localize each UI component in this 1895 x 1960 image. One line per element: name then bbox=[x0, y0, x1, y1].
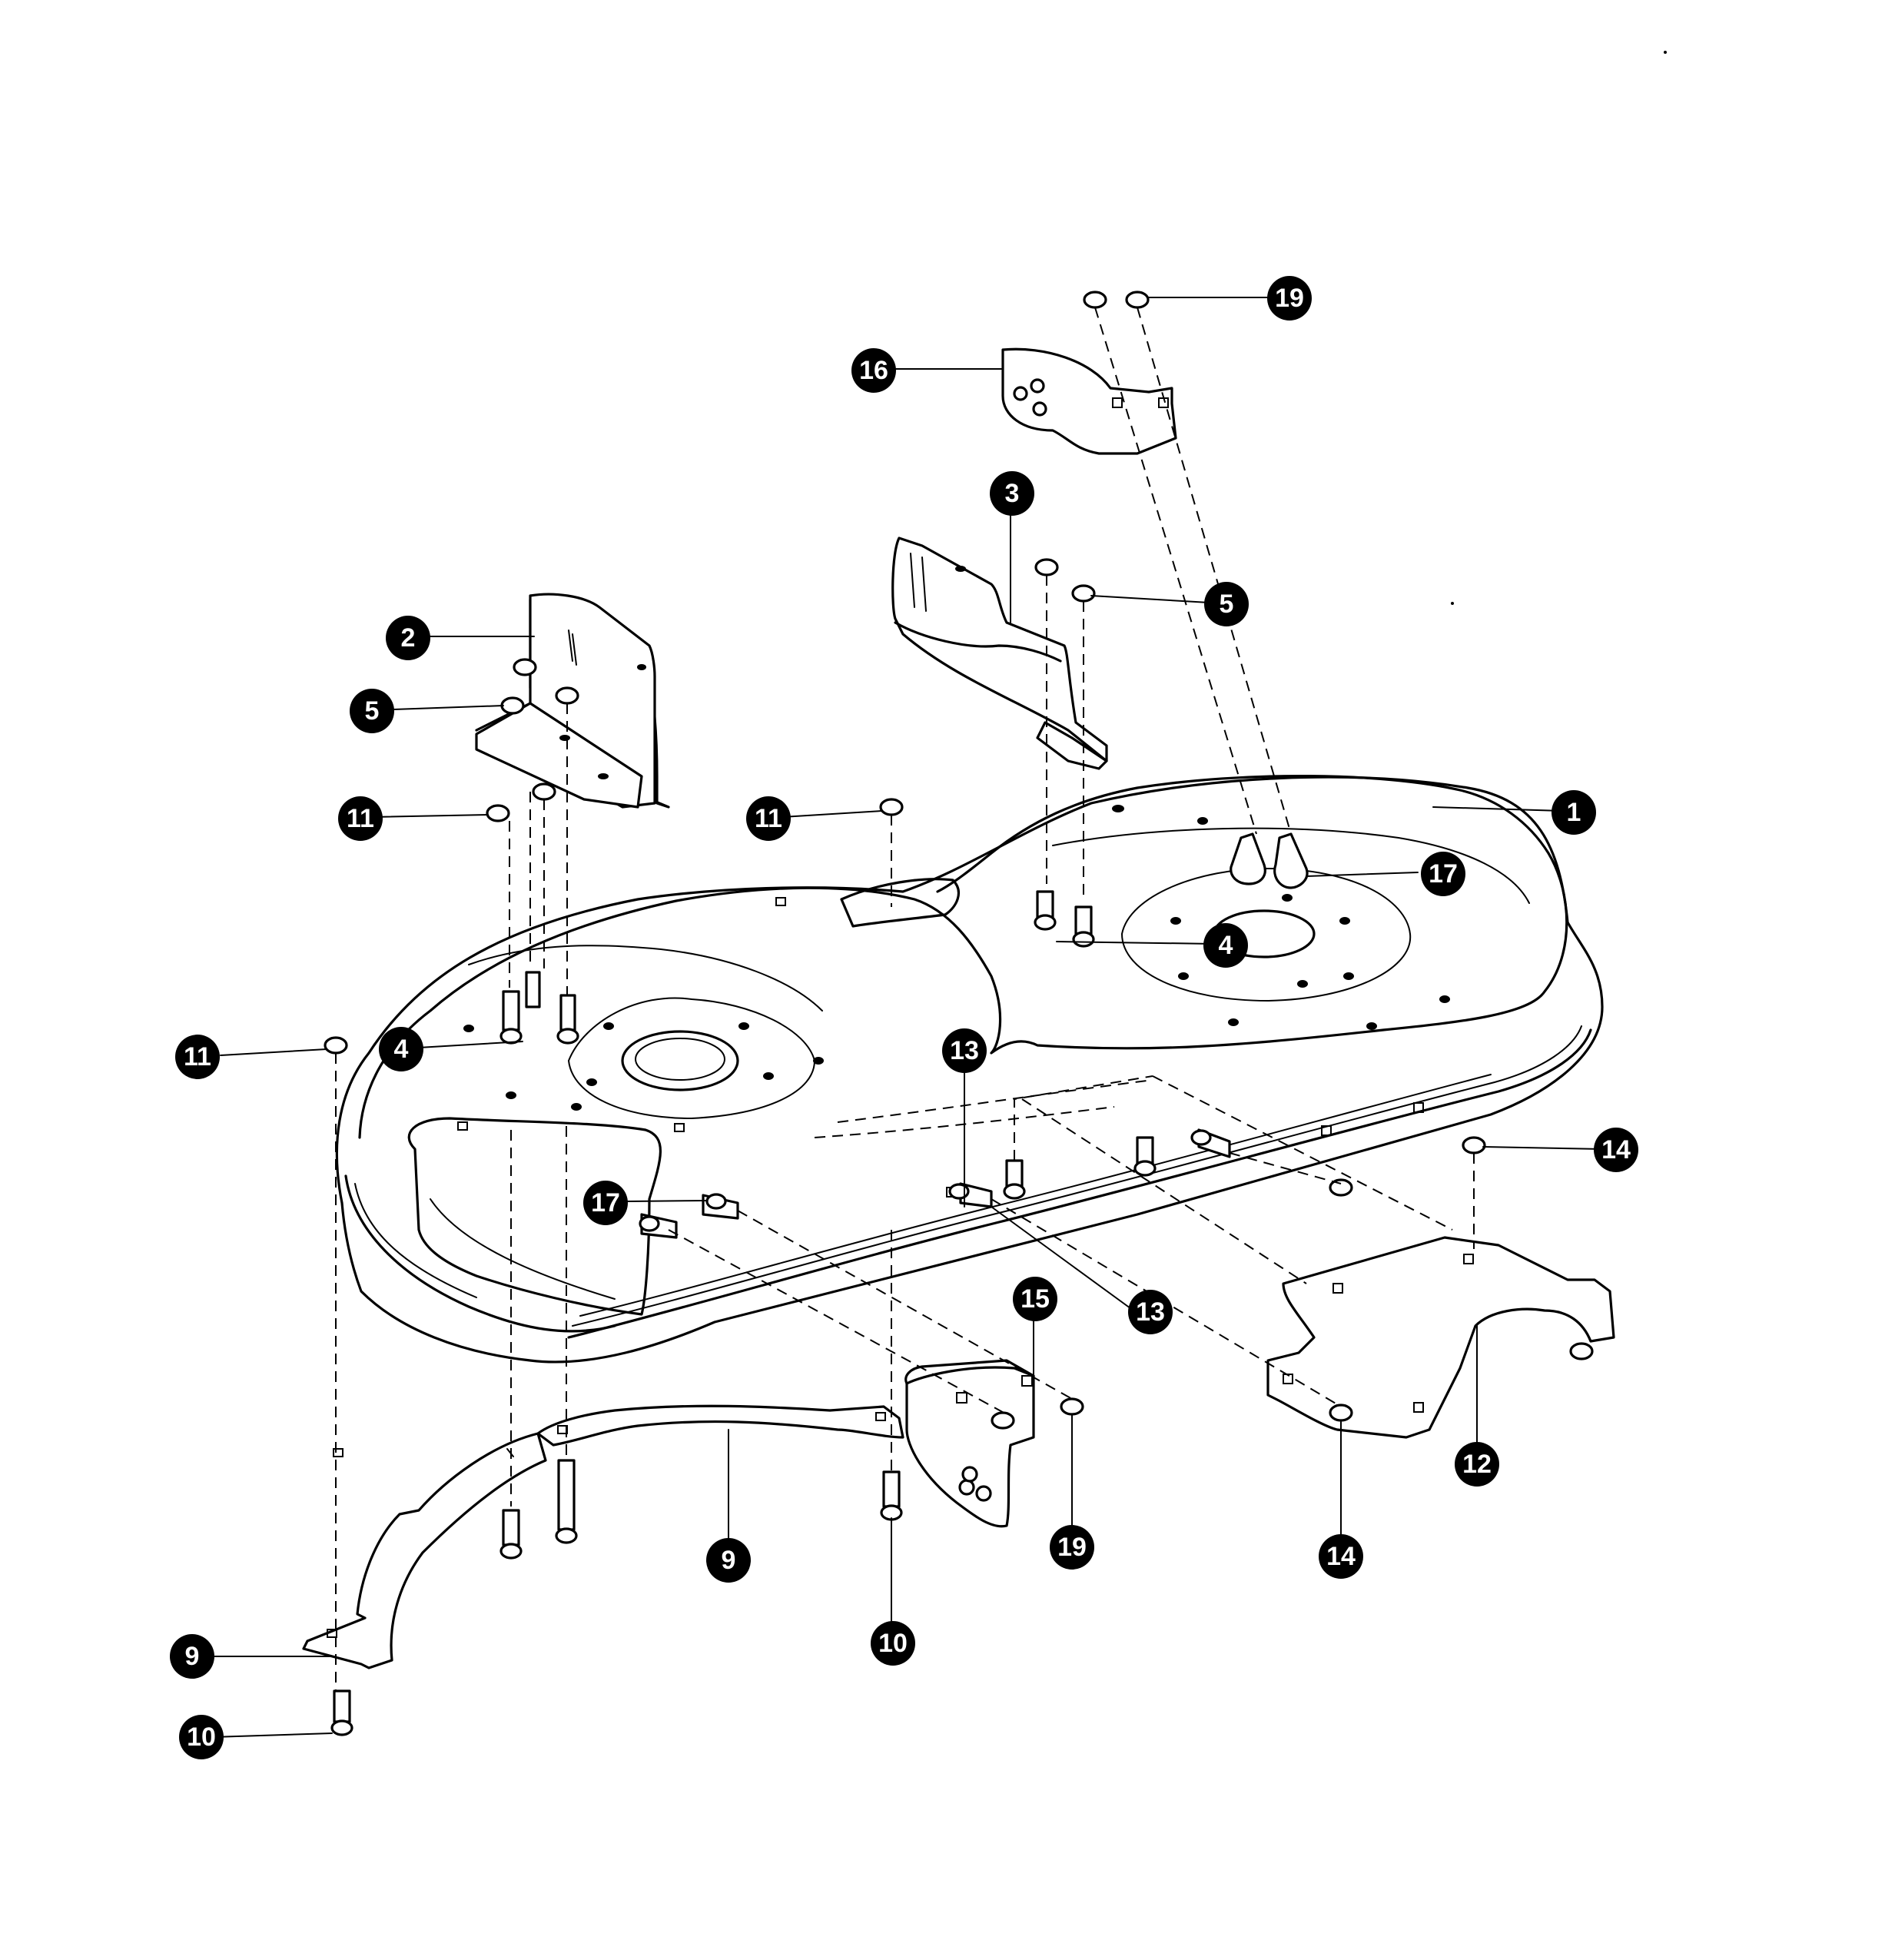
callout-10-center: 10 bbox=[871, 1621, 915, 1666]
bracket-15 bbox=[904, 1359, 1035, 1528]
svg-text:4: 4 bbox=[1219, 931, 1233, 960]
callout-1: 1 bbox=[1552, 790, 1596, 835]
svg-text:13: 13 bbox=[1136, 1297, 1165, 1327]
callout-5-left: 5 bbox=[350, 689, 394, 733]
callout-5-right: 5 bbox=[1204, 582, 1249, 626]
svg-text:2: 2 bbox=[401, 623, 416, 653]
callout-11-far-left: 11 bbox=[175, 1035, 220, 1079]
svg-text:11: 11 bbox=[347, 804, 374, 833]
callout-12: 12 bbox=[1455, 1442, 1499, 1487]
callout-14-right: 14 bbox=[1594, 1128, 1638, 1172]
svg-text:9: 9 bbox=[185, 1642, 200, 1671]
callout-9-center: 9 bbox=[706, 1538, 751, 1583]
bracket-16 bbox=[1001, 347, 1177, 455]
svg-text:17: 17 bbox=[591, 1188, 620, 1218]
svg-text:19: 19 bbox=[1275, 284, 1304, 313]
callout-9-left: 9 bbox=[170, 1634, 214, 1679]
svg-text:3: 3 bbox=[1005, 479, 1020, 508]
callout-15: 15 bbox=[1013, 1277, 1057, 1321]
svg-text:1: 1 bbox=[1567, 798, 1581, 827]
callout-14-bottom: 14 bbox=[1319, 1534, 1363, 1579]
leader-lines bbox=[209, 297, 1603, 1738]
svg-text:9: 9 bbox=[722, 1546, 736, 1575]
hardware bbox=[324, 291, 1594, 1736]
callout-13-bottom: 13 bbox=[1128, 1290, 1173, 1334]
baffle-9-left bbox=[302, 1432, 547, 1669]
svg-text:14: 14 bbox=[1601, 1135, 1631, 1164]
callout-4-left: 4 bbox=[379, 1027, 423, 1071]
svg-text:17: 17 bbox=[1429, 859, 1458, 889]
svg-text:10: 10 bbox=[878, 1629, 908, 1658]
svg-text:11: 11 bbox=[755, 804, 782, 833]
svg-text:10: 10 bbox=[187, 1722, 216, 1752]
svg-text:4: 4 bbox=[394, 1035, 409, 1064]
callout-3: 3 bbox=[990, 471, 1034, 516]
callout-19-top: 19 bbox=[1267, 276, 1312, 321]
svg-text:16: 16 bbox=[859, 356, 888, 385]
bracket-3 bbox=[891, 537, 1108, 770]
callout-2: 2 bbox=[386, 616, 430, 660]
callout-16: 16 bbox=[851, 348, 896, 393]
callout-17-right: 17 bbox=[1421, 852, 1465, 896]
svg-text:19: 19 bbox=[1057, 1533, 1087, 1562]
callout-17-left: 17 bbox=[583, 1181, 628, 1225]
svg-text:5: 5 bbox=[365, 696, 380, 726]
callout-11-center: 11 bbox=[746, 796, 791, 841]
callout-13-top: 13 bbox=[942, 1028, 987, 1073]
callout-11-left: 11 bbox=[338, 796, 383, 841]
baffle-12 bbox=[1266, 1236, 1615, 1439]
svg-text:14: 14 bbox=[1326, 1542, 1356, 1571]
svg-text:11: 11 bbox=[184, 1042, 211, 1071]
baffle-9-center bbox=[536, 1404, 904, 1447]
callout-4-right: 4 bbox=[1203, 923, 1248, 968]
callout-19-bottom: 19 bbox=[1050, 1525, 1094, 1570]
svg-text:12: 12 bbox=[1462, 1450, 1492, 1479]
callout-10-left: 10 bbox=[179, 1715, 224, 1759]
callouts: 19 16 3 5 2 5 11 11 1 17 4 4 11 13 14 17… bbox=[170, 276, 1638, 1759]
svg-text:13: 13 bbox=[950, 1036, 979, 1065]
svg-text:5: 5 bbox=[1220, 590, 1234, 619]
svg-text:15: 15 bbox=[1021, 1284, 1050, 1314]
